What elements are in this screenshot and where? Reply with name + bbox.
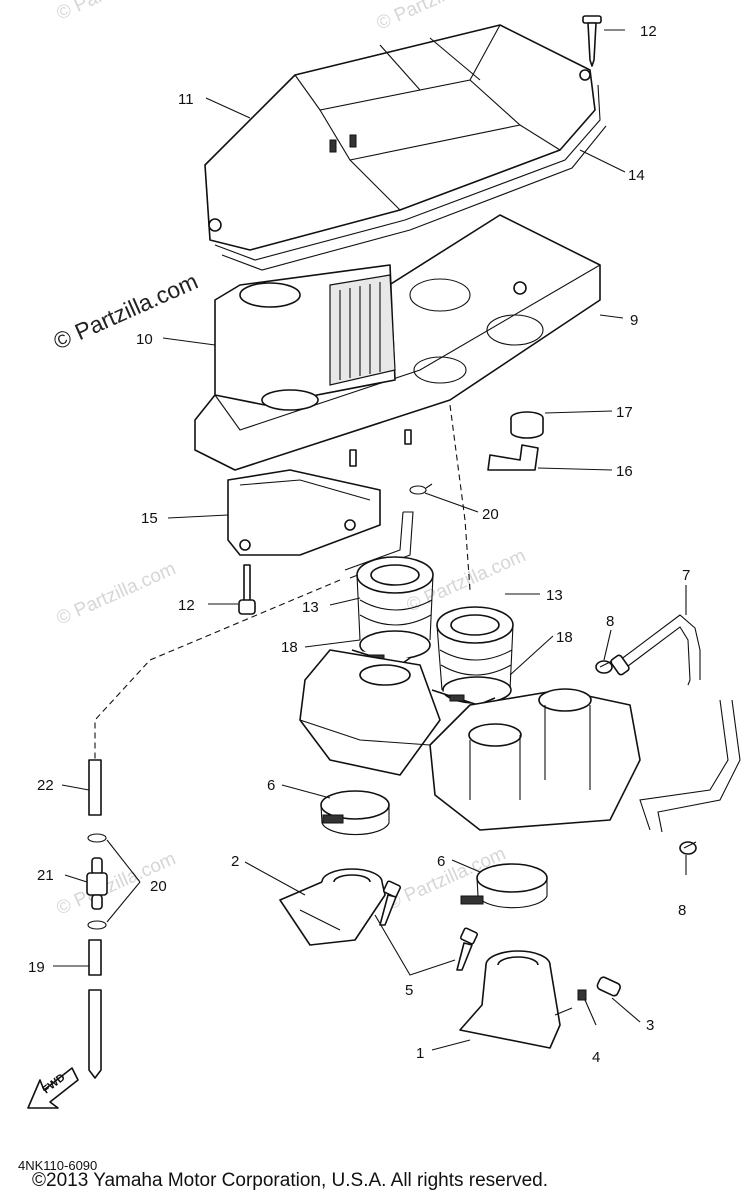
leader-lines <box>53 29 687 1051</box>
callout-11: 11 <box>178 91 194 108</box>
watermark-main: © Partzilla.com <box>49 268 201 355</box>
hose-clip-upper <box>595 660 613 674</box>
intake-joint-left <box>279 868 386 946</box>
copyright-notice: ©2013 Yamaha Motor Corporation, U.S.A. A… <box>32 1170 548 1191</box>
callout-9: 9 <box>630 312 638 329</box>
hose-lower <box>88 939 102 1079</box>
callout-13-left: 13 <box>302 599 319 616</box>
hose-clip-lower <box>679 841 697 855</box>
check-valve <box>86 833 108 930</box>
fuel-hose-upper <box>619 614 701 686</box>
drain-hose <box>487 444 539 471</box>
watermark-4: © Partzilla.com <box>53 558 179 629</box>
breather-route-dashed <box>94 579 341 760</box>
callout-4: 4 <box>592 1049 600 1066</box>
callout-13-right: 13 <box>546 587 563 604</box>
watermark-1: © Partzilla.com <box>53 0 179 25</box>
callout-6-lower: 6 <box>437 853 445 870</box>
air-cleaner-case-cap <box>204 24 596 251</box>
callout-16: 16 <box>616 463 633 480</box>
carburetor-assembly <box>299 649 641 831</box>
callout-20-lower: 20 <box>150 878 167 895</box>
callout-1: 1 <box>416 1045 424 1062</box>
hose-upper <box>88 759 102 816</box>
callout-20-upper: 20 <box>482 506 499 523</box>
band-lower-left <box>320 790 390 836</box>
intake-joint-right <box>459 950 573 1049</box>
callout-8-lower: 8 <box>678 902 686 919</box>
callout-17: 17 <box>616 404 633 421</box>
callout-12-bottom: 12 <box>178 597 195 614</box>
callout-8-upper: 8 <box>606 613 614 630</box>
clip-small <box>577 989 587 1001</box>
joint-left <box>356 556 434 660</box>
hose-end-cap <box>610 654 630 676</box>
fwd-arrow-icon: FWD <box>27 1067 79 1109</box>
callout-22: 22 <box>37 777 54 794</box>
air-filter-element <box>214 264 396 411</box>
callout-6-upper: 6 <box>267 777 275 794</box>
callout-2: 2 <box>231 853 239 870</box>
bolt-right <box>456 927 479 971</box>
case-route-dashed <box>449 404 471 591</box>
screw-bottom <box>238 564 256 615</box>
callout-14: 14 <box>628 167 645 184</box>
drawing-code: 4NK110-6090 <box>18 1158 98 1173</box>
band-lower-right <box>460 863 548 909</box>
callout-3: 3 <box>646 1017 654 1034</box>
callout-21: 21 <box>37 867 54 884</box>
callout-19: 19 <box>28 959 45 976</box>
callout-15: 15 <box>141 510 158 527</box>
callout-18-left: 18 <box>281 639 298 656</box>
cap <box>596 976 621 997</box>
clip-upper <box>409 483 433 495</box>
callout-18-right: 18 <box>556 629 573 646</box>
callouts: 11 12 14 9 10 17 16 15 20 12 13 13 7 8 1… <box>28 23 690 1066</box>
case-gasket <box>214 84 607 271</box>
callout-7: 7 <box>682 567 690 584</box>
grommet <box>510 411 544 439</box>
callout-10: 10 <box>136 331 153 348</box>
callout-5: 5 <box>405 982 413 999</box>
bolt-left <box>379 880 402 926</box>
case-bracket <box>227 469 381 556</box>
screw-top <box>582 15 602 67</box>
fuel-hose-lower <box>639 699 741 833</box>
callout-12-top: 12 <box>640 23 657 40</box>
joint-right <box>436 606 514 704</box>
